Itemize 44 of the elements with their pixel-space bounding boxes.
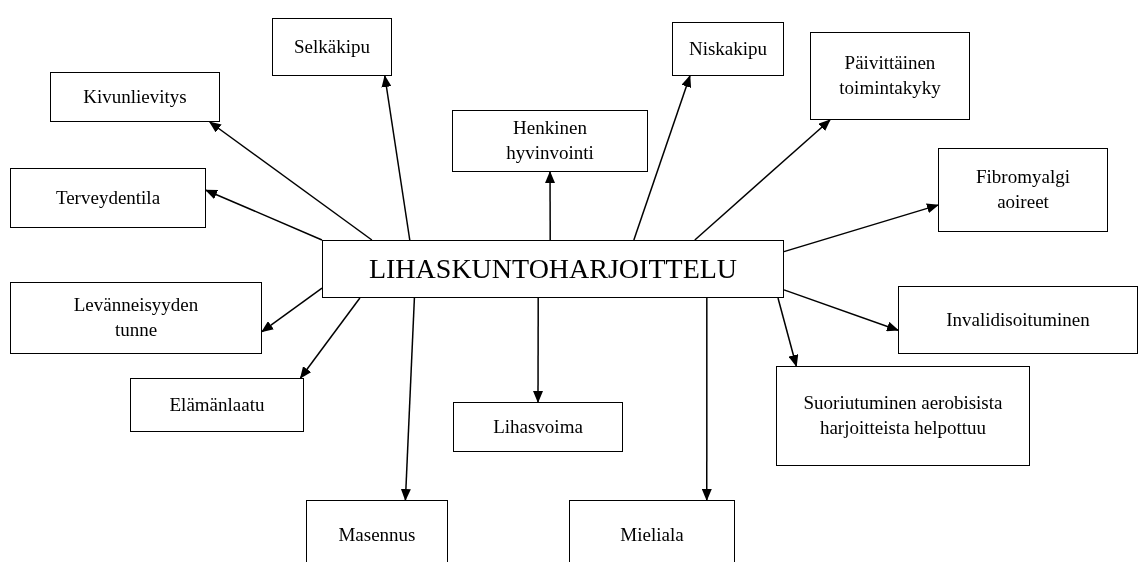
node-text: Niskakipu bbox=[688, 36, 768, 61]
arrow bbox=[783, 203, 939, 253]
node-text: Henkinen hyvinvointi bbox=[505, 116, 595, 165]
outcome-box bbox=[10, 282, 262, 354]
arrow bbox=[209, 121, 373, 241]
outcome-box bbox=[672, 22, 784, 76]
outcome-box bbox=[810, 32, 970, 120]
arrow bbox=[400, 297, 416, 501]
arrow bbox=[533, 297, 543, 403]
central-box bbox=[322, 240, 784, 298]
node-text: LIHASKUNTOHARJOITTELU bbox=[368, 251, 738, 286]
arrow bbox=[299, 297, 361, 379]
outcome-box bbox=[130, 378, 304, 432]
outcome-box bbox=[272, 18, 392, 76]
node-text: Selkäkipu bbox=[294, 34, 370, 59]
arrow bbox=[205, 189, 323, 241]
arrow bbox=[777, 297, 799, 367]
arrow bbox=[261, 287, 323, 333]
node-text: Suoriutuminen aerobisista harjoitteista helpottuu bbox=[802, 391, 1004, 440]
outcome-box bbox=[452, 110, 648, 172]
outcome-box bbox=[10, 168, 206, 228]
node-text: Masennus bbox=[338, 522, 416, 547]
node-text: Elämänlaatu bbox=[169, 392, 265, 417]
arrow bbox=[381, 75, 411, 241]
outcome-box bbox=[306, 500, 448, 562]
outcome-box bbox=[453, 402, 623, 452]
arrow bbox=[545, 171, 556, 241]
node-text: Lihasvoima bbox=[493, 414, 583, 439]
node-text: Kivunlievitys bbox=[83, 84, 187, 109]
arrow bbox=[701, 297, 712, 501]
outcome-box bbox=[898, 286, 1138, 354]
arrow bbox=[783, 289, 899, 332]
node-text: Levänneisyyden tunne bbox=[72, 293, 200, 342]
outcome-box bbox=[50, 72, 220, 122]
arrow bbox=[694, 119, 831, 241]
outcome-box bbox=[569, 500, 735, 562]
node-text: Terveydentila bbox=[55, 185, 161, 210]
node-text: Päivittäinen toimintakyky bbox=[838, 51, 942, 100]
outcome-box bbox=[938, 148, 1108, 232]
outcome-box bbox=[776, 366, 1030, 466]
node-text: Mieliala bbox=[620, 522, 684, 547]
arrow bbox=[633, 75, 692, 241]
node-text: Fibromyalgi aoireet bbox=[975, 165, 1071, 214]
node-text: Invalidisoituminen bbox=[946, 307, 1090, 332]
